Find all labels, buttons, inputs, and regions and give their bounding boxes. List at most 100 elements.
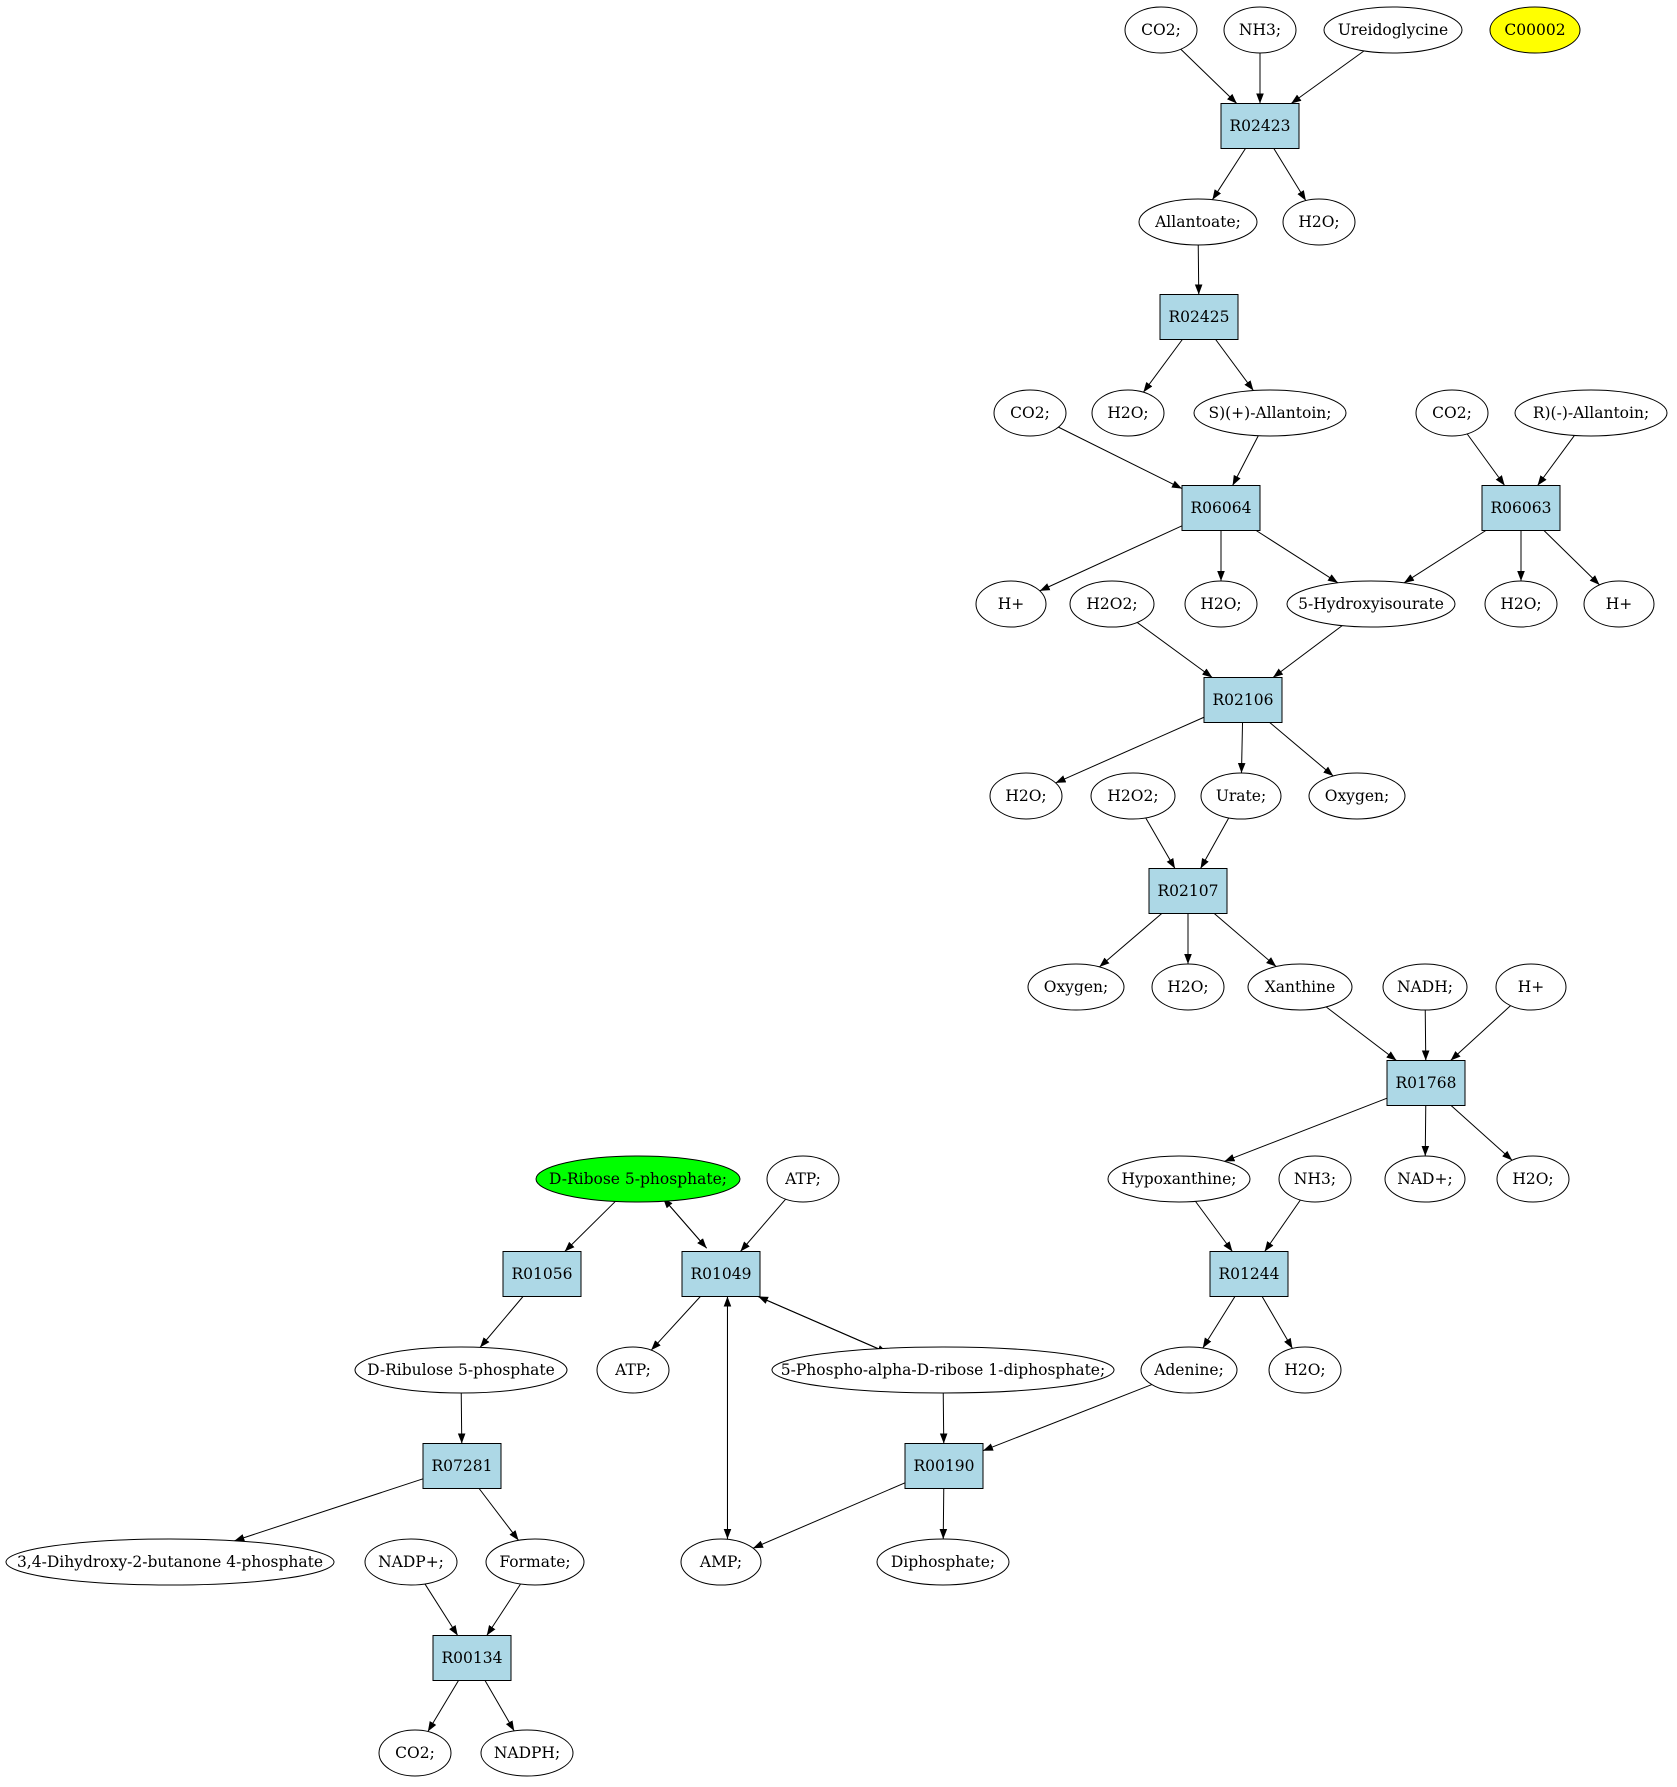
node-label: H2O; [1500,595,1541,613]
edge-n_hplus_c-to-r_R01768 [1450,1005,1511,1061]
node-label: ATP; [784,1170,821,1188]
compound-ellipse [354,1346,568,1394]
reaction-node-r_R01056[interactable]: R01056 [502,1251,582,1297]
reaction-node-r_R01049[interactable]: R01049 [681,1251,761,1297]
compound-node-n_co2_c[interactable]: CO2; [1415,389,1489,437]
compound-node-n_h2o2_a[interactable]: H2O2; [1069,580,1155,628]
reaction-node-r_R00134[interactable]: R00134 [432,1635,512,1681]
compound-ellipse [1496,1155,1570,1203]
node-label: R01244 [1219,1265,1280,1283]
compound-node-n_dhbp[interactable]: 3,4-Dihydroxy-2-butanone 4-phosphate [5,1538,335,1586]
edge-n_hypoxanthine-to-r_R01244 [1195,1201,1233,1252]
edge-r_R01768-to-n_nadplus [1421,1105,1430,1157]
compound-ellipse [378,1729,452,1777]
node-label: R00190 [914,1457,975,1475]
compound-ellipse [1489,6,1581,54]
node-label: CO2; [395,1744,435,1762]
compound-node-n_ureidoglycine[interactable]: Ureidoglycine [1323,6,1463,54]
compound-ellipse [975,580,1047,628]
node-label: R00134 [442,1649,503,1667]
compound-node-n_prpp[interactable]: 5-Phospho-alpha-D-ribose 1-diphosphate; [771,1346,1115,1394]
node-label: Adenine; [1153,1361,1224,1379]
compound-node-n_nadpplus[interactable]: NADP+; [364,1538,458,1586]
compound-node-n_r_allantoin[interactable]: R)(-)-Allantoin; [1514,389,1668,437]
compound-node-n_formate[interactable]: Formate; [485,1538,585,1586]
compound-node-n_adenine[interactable]: Adenine; [1140,1346,1238,1394]
node-label: NADP+; [378,1553,444,1571]
edge-r_R00134-to-n_co2_d [427,1680,459,1732]
compound-node-n_nh3_a[interactable]: NH3; [1223,6,1297,54]
compound-node-n_atp_b[interactable]: ATP; [596,1346,670,1394]
compound-ellipse [1514,389,1668,437]
edge-r_R06064-to-n_hydroxyisourate [1255,530,1339,584]
reaction-node-r_R01244[interactable]: R01244 [1209,1251,1289,1297]
compound-node-n_hypoxanthine[interactable]: Hypoxanthine; [1107,1155,1251,1203]
node-label: H2O; [1005,787,1046,805]
edge-r_R02107-to-n_oxygen_b [1099,913,1163,968]
compound-node-n_diphosphate[interactable]: Diphosphate; [876,1538,1010,1586]
compound-ellipse [1323,6,1463,54]
compound-node-n_allantoate[interactable]: Allantoate; [1138,198,1258,246]
compound-node-n_oxygen_a[interactable]: Oxygen; [1308,772,1406,820]
reaction-node-r_R00190[interactable]: R00190 [904,1443,984,1489]
node-label: Oxygen; [1044,978,1109,996]
compound-node-n_nadh[interactable]: NADH; [1382,963,1468,1011]
reaction-node-r_R07281[interactable]: R07281 [422,1443,502,1489]
compound-ellipse [1223,6,1297,54]
reaction-box [1181,485,1261,531]
compound-node-n_oxygen_b[interactable]: Oxygen; [1027,963,1125,1011]
compound-node-n_nadph[interactable]: NADPH; [480,1729,574,1777]
reaction-node-r_R02106[interactable]: R02106 [1203,677,1283,723]
compound-node-n_c00002[interactable]: C00002 [1489,6,1581,54]
compound-node-n_h2o_g[interactable]: H2O; [1496,1155,1570,1203]
compound-node-n_nadplus[interactable]: NAD+; [1384,1155,1466,1203]
compound-node-n_h2o_b[interactable]: H2O; [1091,389,1165,437]
reaction-node-r_R02107[interactable]: R02107 [1148,868,1228,914]
node-label: C00002 [1504,21,1565,39]
compound-node-n_ribose5p[interactable]: D-Ribose 5-phosphate; [535,1155,741,1203]
compound-node-n_nh3_b[interactable]: NH3; [1278,1155,1352,1203]
compound-node-n_amp[interactable]: AMP; [680,1538,762,1586]
edge-r_R00134-to-n_nadph [484,1680,515,1732]
compound-node-n_xanthine[interactable]: Xanthine [1247,963,1353,1011]
compound-ellipse [993,389,1067,437]
compound-node-n_s_allantoin[interactable]: S)(+)-Allantoin; [1193,389,1347,437]
edge-n_xanthine-to-r_R01768 [1325,1006,1397,1061]
compound-node-n_h2o_h[interactable]: H2O; [1268,1346,1342,1394]
edge-r_R02106-to-n_h2o_e [1055,716,1205,784]
compound-node-n_atp_a[interactable]: ATP; [766,1155,840,1203]
node-label: H2O; [1200,595,1241,613]
edge-n_co2_c-to-r_R06063 [1466,433,1506,486]
reaction-node-r_R01768[interactable]: R01768 [1386,1060,1466,1106]
reaction-node-r_R06064[interactable]: R06064 [1181,485,1261,531]
compound-node-n_co2_b[interactable]: CO2; [993,389,1067,437]
compound-node-n_co2_a[interactable]: CO2; [1124,6,1198,54]
compound-ellipse [1107,1155,1251,1203]
compound-ellipse [1151,963,1225,1011]
compound-ellipse [1484,580,1558,628]
compound-node-n_co2_d[interactable]: CO2; [378,1729,452,1777]
compound-node-n_hplus_b[interactable]: H+ [1583,580,1655,628]
compound-node-n_hplus_a[interactable]: H+ [975,580,1047,628]
edge-n_ureidoglycine-to-r_R02423 [1290,50,1365,104]
node-label: Urate; [1216,787,1266,805]
compound-node-n_hydroxyisourate[interactable]: 5-Hydroxyisourate [1286,580,1456,628]
reaction-node-r_R06063[interactable]: R06063 [1481,485,1561,531]
compound-node-n_h2o_f[interactable]: H2O; [1151,963,1225,1011]
compound-node-n_h2o_e[interactable]: H2O; [989,772,1063,820]
compound-node-n_ribulose5p[interactable]: D-Ribulose 5-phosphate [354,1346,568,1394]
node-label: NADPH; [494,1744,560,1762]
edge-n_formate-to-r_R00134 [486,1583,521,1636]
edge-n_allantoate-to-r_R02425 [1194,244,1203,295]
compound-node-n_urate[interactable]: Urate; [1200,772,1282,820]
compound-ellipse [1286,580,1456,628]
compound-node-n_h2o2_b[interactable]: H2O2; [1090,772,1176,820]
node-label: D-Ribulose 5-phosphate [367,1361,555,1379]
compound-node-n_h2o_a[interactable]: H2O; [1282,198,1356,246]
compound-ellipse [1247,963,1353,1011]
compound-node-n_h2o_c[interactable]: H2O; [1184,580,1258,628]
reaction-node-r_R02425[interactable]: R02425 [1159,294,1239,340]
compound-node-n_hplus_c[interactable]: H+ [1495,963,1567,1011]
compound-node-n_h2o_d[interactable]: H2O; [1484,580,1558,628]
reaction-node-r_R02423[interactable]: R02423 [1220,103,1300,149]
